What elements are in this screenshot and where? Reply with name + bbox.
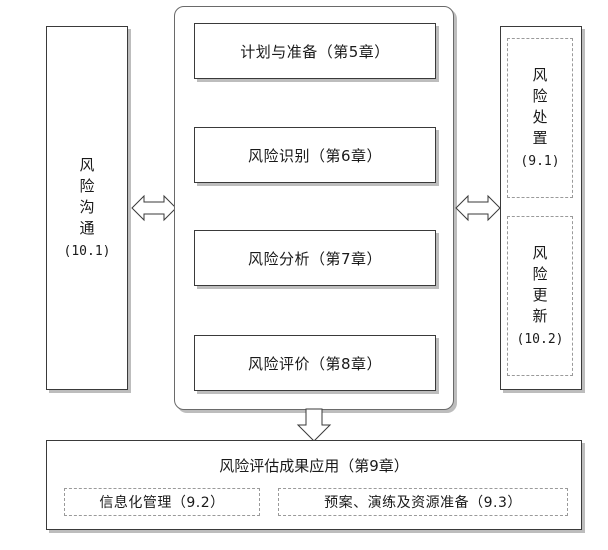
step-planning-label: 计划与准备（第5章） [240,42,390,61]
risk-treatment-char: 风 [532,65,548,84]
information-management-label: 信息化管理（9.2） [99,495,225,511]
contingency-planning-box: 预案、演练及资源准备（9.3） [278,488,568,516]
left-double-arrow [131,194,177,222]
assessment-results-application-box: 风险评估成果应用（第9章） [46,440,582,530]
risk-communication-char: 险 [79,176,95,195]
risk-update-ref: (10.2) [516,331,564,347]
risk-treatment-char: 处 [532,107,548,126]
step-risk-identification-label: 风险识别（第6章） [247,146,383,165]
risk-treatment-ref: (9.1) [520,153,560,169]
risk-update-char: 风 [532,243,548,262]
step-risk-evaluation-label: 风险评价（第8章） [247,354,383,373]
risk-communication-ref: (10.1) [63,243,111,259]
risk-update-box: 风 险 更 新 (10.2) [507,216,573,376]
step-risk-analysis: 风险分析（第7章） [194,230,436,286]
step-risk-evaluation: 风险评价（第8章） [194,335,436,391]
step-risk-analysis-label: 风险分析（第7章） [247,249,383,268]
risk-update-char: 更 [532,285,548,304]
risk-treatment-char: 置 [532,128,548,147]
contingency-planning-label: 预案、演练及资源准备（9.3） [324,495,522,511]
down-arrow [296,408,332,442]
risk-update-char: 险 [532,264,548,283]
risk-communication-char: 风 [79,155,95,174]
risk-treatment-box: 风 险 处 置 (9.1) [507,38,573,198]
risk-communication-box: 风 险 沟 通 (10.1) [46,26,128,390]
risk-update-char: 新 [532,306,548,325]
risk-communication-char: 通 [79,218,95,237]
information-management-box: 信息化管理（9.2） [64,488,260,516]
risk-communication-char: 沟 [79,197,95,216]
step-planning: 计划与准备（第5章） [194,23,436,79]
assessment-results-application-title: 风险评估成果应用（第9章） [219,457,409,475]
risk-treatment-char: 险 [532,86,548,105]
step-risk-identification: 风险识别（第6章） [194,127,436,183]
right-double-arrow [455,194,501,222]
